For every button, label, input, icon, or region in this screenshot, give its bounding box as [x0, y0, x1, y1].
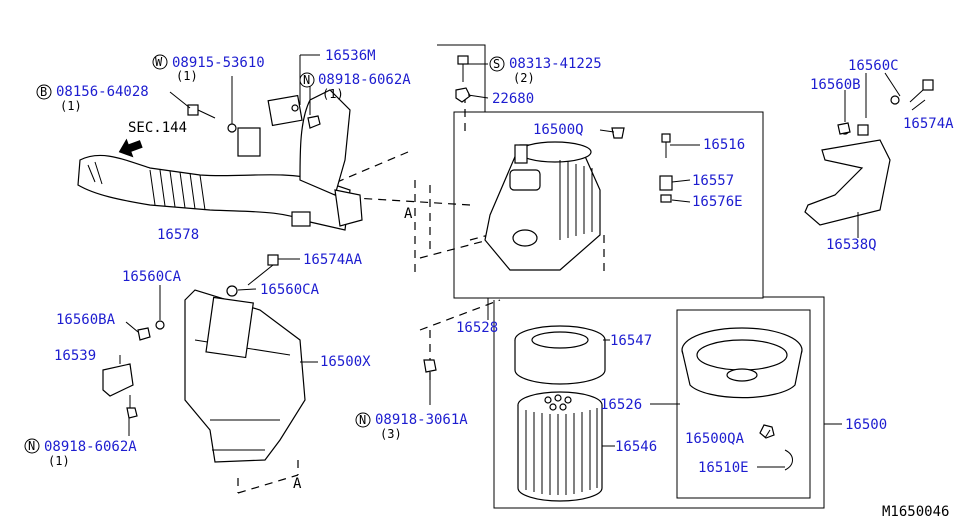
air-duct-16500X — [184, 289, 306, 463]
label-16557[interactable]: 16557 — [692, 173, 734, 189]
symbol-s: S — [493, 57, 500, 71]
air-cleaner-upper-16528 — [484, 141, 601, 271]
symbol-w: W — [155, 55, 163, 69]
label-22680[interactable]: 22680 — [492, 91, 534, 107]
symbol-b: B — [40, 85, 47, 99]
label-16510E[interactable]: 16510E — [698, 460, 749, 476]
label-08918-6062A-top[interactable]: 08918-6062A — [318, 72, 411, 88]
section-reference[interactable]: SEC.144 — [128, 120, 187, 136]
qty-08313-41225: (2) — [513, 71, 535, 85]
label-16516[interactable]: 16516 — [703, 137, 745, 153]
label-16547[interactable]: 16547 — [610, 333, 652, 349]
label-16528[interactable]: 16528 — [456, 320, 498, 336]
label-16539[interactable]: 16539 — [54, 348, 96, 364]
bracket-16538Q — [804, 124, 891, 226]
circled-symbols: W B N S N N — [24, 54, 505, 454]
leader-lines — [119, 54, 926, 468]
symbol-w-circle — [152, 54, 168, 70]
label-16538Q[interactable]: 16538Q — [826, 237, 877, 253]
part-labels: 08915-53610 (1) 16536M 08918-6062A (1) 0… — [44, 48, 954, 520]
qty-08918-3061A: (3) — [380, 427, 402, 441]
section-marker-a-bottom: A — [293, 476, 302, 492]
symbol-n-3: N — [28, 439, 35, 453]
filter-element-16547 — [514, 325, 606, 385]
label-16560B[interactable]: 16560B — [810, 77, 861, 93]
qty-08918-6062A-bottom: (1) — [48, 454, 70, 468]
label-16500[interactable]: 16500 — [845, 417, 887, 433]
symbol-n-circle-3 — [24, 438, 40, 454]
qty-08918-6062A-top: (1) — [322, 87, 344, 101]
label-08156-64028[interactable]: 08156-64028 — [56, 84, 149, 100]
label-08918-6062A-bottom[interactable]: 08918-6062A — [44, 439, 137, 455]
label-16526[interactable]: 16526 — [600, 397, 642, 413]
label-08313-41225[interactable]: 08313-41225 — [509, 56, 602, 72]
qty-08915-53610: (1) — [176, 69, 198, 83]
label-16574AA[interactable]: 16574AA — [303, 252, 363, 268]
air-cleaner-lower-16526 — [681, 327, 803, 471]
section-marker-a-top: A — [404, 206, 413, 222]
label-16574A[interactable]: 16574A — [903, 116, 954, 132]
label-16546[interactable]: 16546 — [615, 439, 657, 455]
diagram-id: M1650046 — [882, 504, 949, 520]
intake-hose-16578 — [77, 89, 363, 231]
symbol-n-circle-2 — [355, 412, 371, 428]
symbol-n-circle-1 — [299, 72, 315, 88]
label-16536M[interactable]: 16536M — [325, 48, 376, 64]
label-16578[interactable]: 16578 — [157, 227, 199, 243]
label-08918-3061A[interactable]: 08918-3061A — [375, 412, 468, 428]
bolts-and-nuts — [102, 55, 934, 419]
symbol-b-circle — [36, 84, 52, 100]
label-16576E[interactable]: 16576E — [692, 194, 743, 210]
qty-08156-64028: (1) — [60, 99, 82, 113]
label-08915-53610[interactable]: 08915-53610 — [172, 55, 265, 71]
symbol-s-circle — [489, 56, 505, 72]
label-16560CA-left[interactable]: 16560CA — [122, 269, 182, 285]
label-16560C[interactable]: 16560C — [848, 58, 899, 74]
label-16560BA[interactable]: 16560BA — [56, 312, 116, 328]
label-16500Q[interactable]: 16500Q — [533, 122, 584, 138]
arrow-sec144 — [118, 138, 143, 158]
symbol-n-1: N — [303, 73, 310, 87]
symbol-n-2: N — [359, 413, 366, 427]
label-16560CA[interactable]: 16560CA — [260, 282, 320, 298]
label-16500QA[interactable]: 16500QA — [685, 431, 745, 447]
filter-element-16546 — [517, 391, 603, 502]
label-16500X[interactable]: 16500X — [320, 354, 371, 370]
